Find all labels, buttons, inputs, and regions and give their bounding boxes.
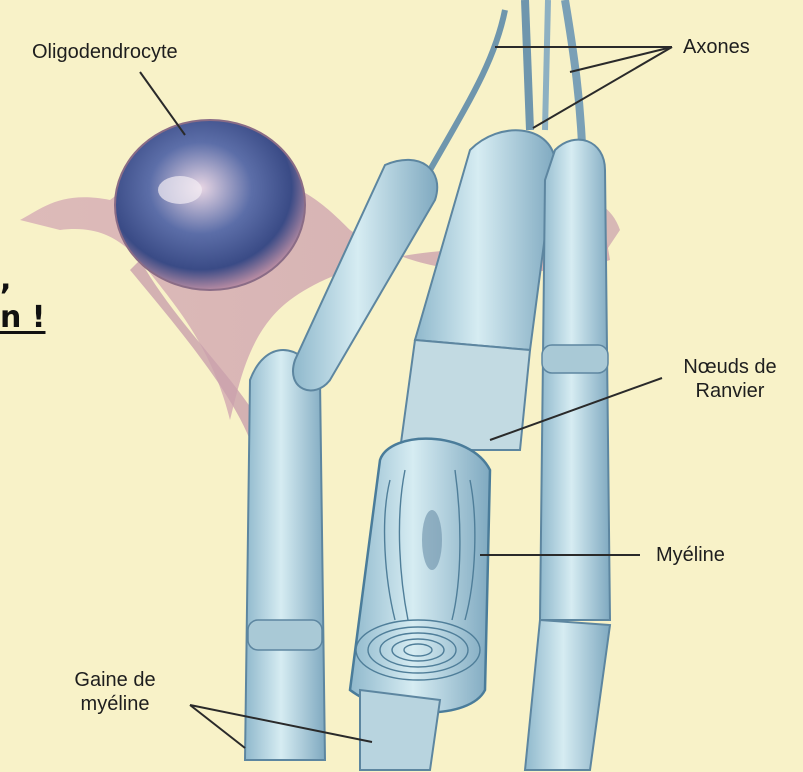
inner-structure bbox=[422, 510, 442, 570]
leader-oligodendrocyte bbox=[140, 72, 185, 135]
label-axones: Axones bbox=[683, 35, 750, 59]
label-noeuds-line2: Ranvier bbox=[660, 379, 800, 403]
axon-right bbox=[540, 140, 610, 620]
axon-center-lower bbox=[350, 439, 490, 713]
leader-axones-3 bbox=[570, 47, 672, 72]
cell-highlight bbox=[158, 176, 202, 204]
label-gaine-line1: Gaine de bbox=[55, 668, 175, 692]
label-gaine-de-myeline: Gaine de myéline bbox=[55, 668, 175, 716]
overlay-text-fragment: n ! bbox=[0, 300, 45, 335]
label-myeline: Myéline bbox=[656, 543, 725, 567]
leader-axones-2 bbox=[533, 47, 672, 128]
thin-axon-2 bbox=[525, 0, 530, 130]
axon-center-tail bbox=[360, 690, 440, 770]
oligodendrocyte-body bbox=[115, 120, 305, 290]
label-oligodendrocyte: Oligodendrocyte bbox=[32, 40, 178, 64]
label-noeuds-de-ranvier: Nœuds de Ranvier bbox=[660, 355, 800, 403]
axon-left bbox=[245, 350, 325, 760]
node-left-1 bbox=[248, 620, 322, 650]
thin-axon-4 bbox=[565, 0, 582, 145]
axon-right-lower bbox=[525, 620, 610, 770]
thin-axon-3 bbox=[545, 0, 548, 130]
overlay-comma: , bbox=[0, 262, 20, 297]
node-right bbox=[542, 345, 608, 373]
label-gaine-line2: myéline bbox=[55, 692, 175, 716]
label-noeuds-line1: Nœuds de bbox=[660, 355, 800, 379]
